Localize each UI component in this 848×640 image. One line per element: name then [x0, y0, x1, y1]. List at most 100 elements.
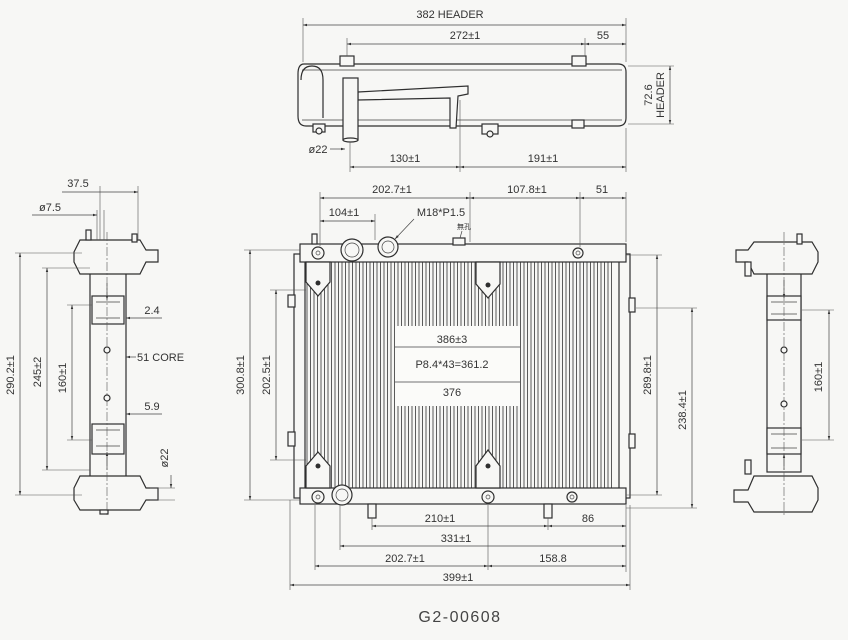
dim-55-label: 55 — [597, 30, 609, 42]
outlet-pipe — [342, 77, 359, 141]
core-inner-width-label: 376 — [443, 387, 461, 399]
bottom-pin — [99, 509, 109, 515]
core-tube — [530, 261, 535, 489]
core-tube — [376, 261, 381, 489]
core-tube — [334, 261, 339, 489]
top-dim-3-label: 51 — [596, 184, 608, 196]
dim-272-label: 272±1 — [450, 30, 481, 42]
dim-2-4-label: 2.4 — [144, 305, 159, 317]
filler-neck — [340, 238, 364, 262]
bottom-dim-331-label: 331±1 — [441, 533, 472, 545]
bolt — [572, 247, 584, 259]
top-view: 382 HEADER 272±1 55 72.6 HEADER ø22 130±… — [297, 9, 674, 172]
bottom-stud — [543, 503, 553, 519]
side-bracket-lower — [91, 423, 125, 455]
top-pin — [131, 233, 138, 243]
nozzle-flange — [744, 459, 752, 475]
width-37-label: 37.5 — [67, 178, 88, 190]
top-dim-2-label: 107.8±1 — [507, 184, 547, 196]
side-top-tank — [73, 239, 159, 275]
overall-height-label: 300.8±1 — [235, 355, 247, 395]
hole — [780, 400, 788, 408]
core-tube — [362, 261, 367, 489]
mount-hole — [315, 280, 321, 286]
core-tube — [565, 261, 570, 489]
top-tab-right — [571, 55, 587, 67]
core-tube — [390, 261, 395, 489]
top-tab-left — [339, 55, 355, 67]
core-tube — [523, 261, 528, 489]
hole — [103, 394, 111, 402]
threaded-plug — [377, 236, 399, 258]
height-right-label: 289.8±1 — [642, 355, 654, 395]
mount-hole — [315, 463, 321, 469]
dim-130-label: 130±1 — [390, 153, 421, 165]
header-height-label: HEADER — [655, 72, 667, 118]
core-tube — [544, 261, 549, 489]
outlet-diameter-label: ø22 — [309, 144, 328, 156]
overall-height-label: 290.2±1 — [5, 355, 17, 395]
core-tube — [551, 261, 556, 489]
left-view-dimensions — [15, 186, 175, 501]
core-tube — [320, 261, 325, 489]
filler-neck-bulge — [300, 65, 324, 118]
core-label: 51 CORE — [137, 352, 184, 364]
right-side-plate — [618, 253, 631, 499]
hole — [103, 346, 111, 354]
core-tube — [341, 261, 346, 489]
bolt — [486, 130, 494, 138]
thread-spec-label: M18*P1.5 — [417, 207, 465, 219]
core-tube — [355, 261, 360, 489]
bracket-height-right-label: 238.4±1 — [677, 390, 689, 430]
bottom-outlet — [331, 484, 353, 506]
side-bracket — [628, 297, 636, 313]
core-tube — [369, 261, 374, 489]
core-tube — [558, 261, 563, 489]
top-pin — [796, 233, 803, 245]
bottom-dim-202-label: 202.7±1 — [385, 553, 425, 565]
bottom-tab-right — [571, 119, 585, 129]
side-bracket — [628, 433, 636, 449]
front-view-dimensions — [244, 192, 697, 590]
mount-bracket-bottom-left — [305, 451, 331, 489]
core-width-label: 386±3 — [437, 334, 468, 346]
mount-bracket-top-center — [475, 261, 501, 299]
front-view: 386±3 P8.4*43=361.2 376 202.7 — [235, 184, 697, 590]
core-tube — [579, 261, 584, 489]
hole — [780, 346, 788, 354]
top-dim-1-label: 202.7±1 — [372, 184, 412, 196]
core-tube — [586, 261, 591, 489]
side-bottom-tank — [73, 475, 159, 511]
outlet-pipe-end — [342, 137, 359, 143]
core-label-box — [395, 326, 520, 406]
right-side-view: 160±1 — [733, 232, 834, 516]
top-pin — [311, 233, 318, 245]
bottom-dim-158-label: 158.8 — [539, 553, 567, 565]
bottom-dim-86-label: 86 — [582, 513, 594, 525]
mount-hole — [485, 463, 491, 469]
side-bracket-upper — [91, 295, 125, 325]
core-tube — [327, 261, 332, 489]
height-245-label: 245±2 — [32, 357, 44, 388]
core-tube — [348, 261, 353, 489]
bolt — [311, 490, 325, 504]
internal-strut — [357, 85, 469, 129]
side-top-tank — [735, 241, 819, 275]
mount-bracket-bottom-center — [475, 449, 501, 489]
left-side-view: 37.5 ø7.5 290.2±1 245±2 160±1 2.4 51 COR… — [5, 178, 184, 516]
core-tube — [383, 261, 388, 489]
vent-cap — [452, 237, 466, 246]
filler-offset-label: 104±1 — [329, 207, 360, 219]
header-height-value: 72.6 — [643, 84, 655, 105]
bottom-dim-210-label: 210±1 — [425, 513, 456, 525]
side-bracket — [287, 294, 296, 308]
top-view-dimensions — [302, 18, 674, 172]
drawing-number: G2-00608 — [418, 609, 501, 626]
nozzle-flange — [744, 261, 752, 277]
side-bottom-tank — [733, 475, 819, 513]
core-tube — [537, 261, 542, 489]
core-tube — [607, 261, 612, 489]
bolt — [315, 127, 323, 135]
core-tube — [572, 261, 577, 489]
core-tube — [306, 261, 311, 489]
